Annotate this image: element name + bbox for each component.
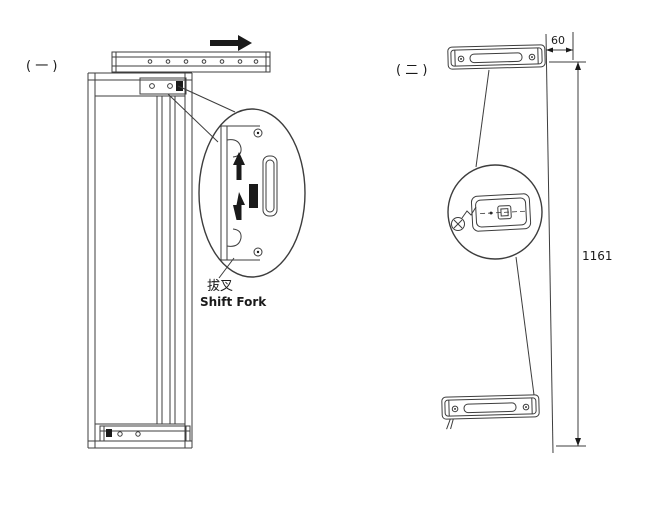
detail-circle-mounting (447, 164, 543, 260)
leader-line (177, 85, 236, 113)
leader-line (475, 69, 490, 168)
panel-1-label: ( 一 ) (26, 59, 57, 74)
panel-1: ( 一 ) (26, 35, 306, 449)
dim-1161-label: 1161 (582, 249, 613, 263)
top-bracket (139, 77, 187, 95)
panel-2: ( 二 ) (396, 32, 613, 454)
panel-2-label: ( 二 ) (396, 63, 427, 78)
mounting-rail-bottom (441, 394, 540, 430)
cabinet-frame (87, 72, 193, 449)
dimension-height: 1161 (549, 61, 613, 447)
shift-fork-block (249, 184, 258, 208)
top-slide-rail (111, 51, 271, 73)
shift-fork-label-cn: 拔叉 (207, 279, 233, 294)
panel-edge-line (545, 33, 554, 454)
screw-icon (451, 206, 477, 231)
retainer-hook-bottom (226, 228, 242, 247)
dimension-width: 60 (546, 32, 574, 60)
bottom-slide-rail (99, 425, 191, 442)
dim-60-label: 60 (551, 34, 565, 47)
up-arrow-icon (233, 192, 245, 220)
shift-fork-label-en: Shift Fork (200, 295, 267, 309)
leader-line (167, 93, 219, 143)
detail-circle-shift-fork (198, 108, 306, 279)
pull-direction-arrow-icon (210, 35, 252, 51)
fork-slot (262, 155, 278, 217)
up-arrow-icon (233, 152, 245, 180)
mounting-rail-top (447, 44, 546, 70)
leader-line (515, 256, 535, 396)
